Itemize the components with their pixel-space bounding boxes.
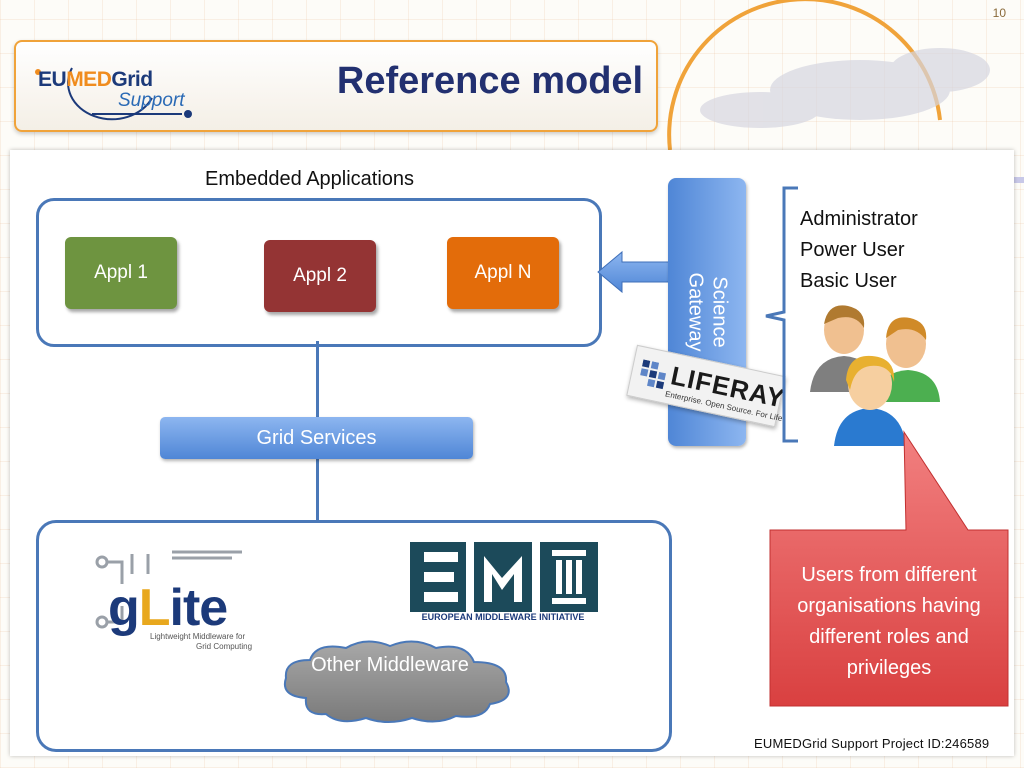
science-gateway-label: Science Gateway <box>684 272 730 352</box>
role-power-user: Power User <box>800 239 905 261</box>
bracket-icon <box>765 186 798 443</box>
cloud-icon <box>284 640 510 723</box>
logo-eu: EU <box>38 68 67 91</box>
glite-circuit-icon <box>95 550 242 629</box>
embedded-applications-label: Embedded Applications <box>205 168 415 190</box>
glite-wordmark: gLite <box>108 578 229 638</box>
callout-bubble <box>769 430 1009 707</box>
app-box-n: Appl N <box>447 237 559 309</box>
logo-med: MED <box>66 68 112 91</box>
glite-subtitle-line2: Grid Computing <box>196 642 253 651</box>
app-box-1: Appl 1 <box>65 237 177 309</box>
callout-text: Users from different organisations havin… <box>797 564 981 679</box>
liferay-logo-icon <box>640 359 667 390</box>
logo-grid: Grid <box>111 68 153 91</box>
slide-title: Reference model <box>336 60 644 102</box>
role-administrator: Administrator <box>800 208 918 230</box>
grid-services-box: Grid Services <box>160 417 473 459</box>
other-middleware-label: Other Middleware <box>311 654 469 676</box>
emi-caption: EUROPEAN MIDDLEWARE INITIATIVE <box>421 612 585 622</box>
emi-logo-icon <box>410 542 598 612</box>
footer-project-id: EUMEDGrid Support Project ID:246589 <box>754 736 990 751</box>
page-number: 10 <box>992 6 1006 20</box>
logo-support: Support <box>118 90 185 111</box>
app-box-2: Appl 2 <box>264 240 376 312</box>
header-band <box>14 40 658 132</box>
user-roles-list: Administrator Power User Basic User <box>800 204 918 297</box>
glite-g: g <box>108 579 140 637</box>
glite-L: L <box>138 579 171 637</box>
glite-ite: ite <box>169 579 229 637</box>
glite-subtitle-line1: Lightweight Middleware for <box>150 632 246 641</box>
connector-services-to-middleware <box>316 459 319 520</box>
role-basic-user: Basic User <box>800 270 897 292</box>
users-group-icon <box>810 305 940 446</box>
connector-apps-to-services <box>316 341 319 417</box>
eumedgrid-logo <box>35 67 192 121</box>
logo-wordmark: EUMEDGrid <box>38 68 153 92</box>
arrow-left-icon <box>597 250 671 294</box>
